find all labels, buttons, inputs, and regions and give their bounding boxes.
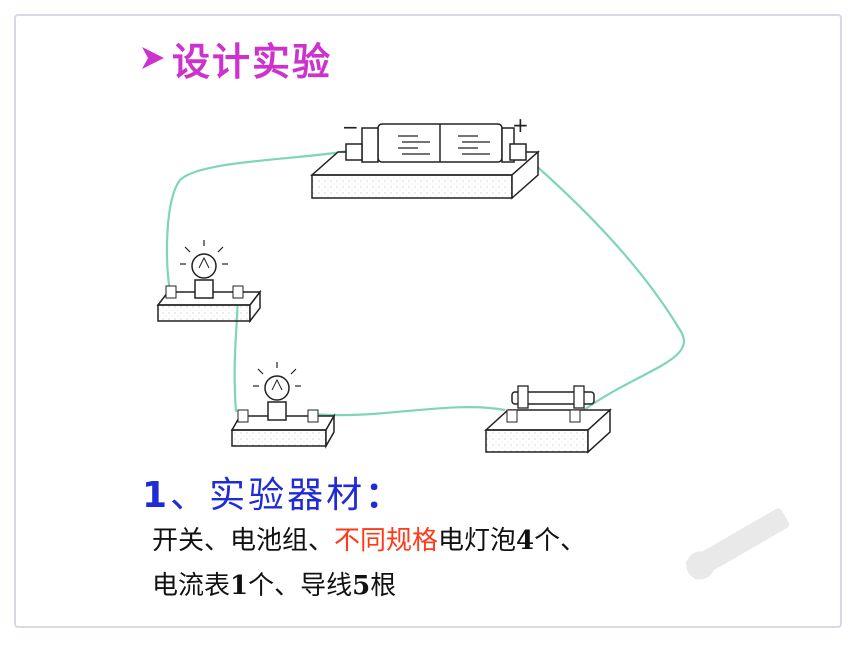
triangle-arrow-bullet-icon	[142, 47, 164, 69]
battery-positive-label: +	[512, 113, 529, 137]
materials-line1-part2: 电灯泡	[438, 526, 517, 556]
battery-holder	[310, 123, 540, 200]
title-text: 设计实验	[172, 39, 333, 84]
section-heading: 1、实验器材：	[142, 466, 404, 518]
bulb-1	[156, 240, 262, 324]
bulb-2	[230, 362, 336, 449]
materials-line-2: 电流表1个、导线5根	[152, 565, 396, 602]
materials-wire-count: 5	[352, 571, 371, 601]
materials-line2-part2: 个、导线	[248, 571, 353, 601]
materials-highlight: 不同规格	[334, 526, 439, 556]
slide-title: 设计实验	[138, 34, 332, 84]
wire-bulb2-to-switch	[311, 406, 506, 417]
watermark-logo-icon	[685, 508, 790, 580]
materials-line-1: 开关、电池组、不同规格电灯泡4个、	[152, 520, 586, 557]
wire-battery-to-bulb1	[165, 148, 356, 293]
materials-line2-part3: 根	[370, 571, 397, 601]
heading-separator: 、	[170, 475, 210, 516]
materials-line2-part1: 电流表	[152, 571, 231, 601]
materials-line1-part1: 开关、电池组、	[152, 526, 335, 556]
switch	[484, 385, 612, 454]
heading-label: 实验器材	[209, 475, 366, 516]
heading-number: 1	[142, 475, 171, 516]
slide-frame	[14, 14, 842, 628]
wire-switch-to-battery	[517, 149, 685, 411]
heading-colon: ：	[365, 475, 405, 516]
materials-ammeter-count: 1	[230, 571, 249, 601]
materials-line1-part3: 个、	[534, 526, 587, 556]
materials-bulb-count: 4	[516, 526, 535, 556]
battery-negative-label: −	[342, 115, 359, 139]
